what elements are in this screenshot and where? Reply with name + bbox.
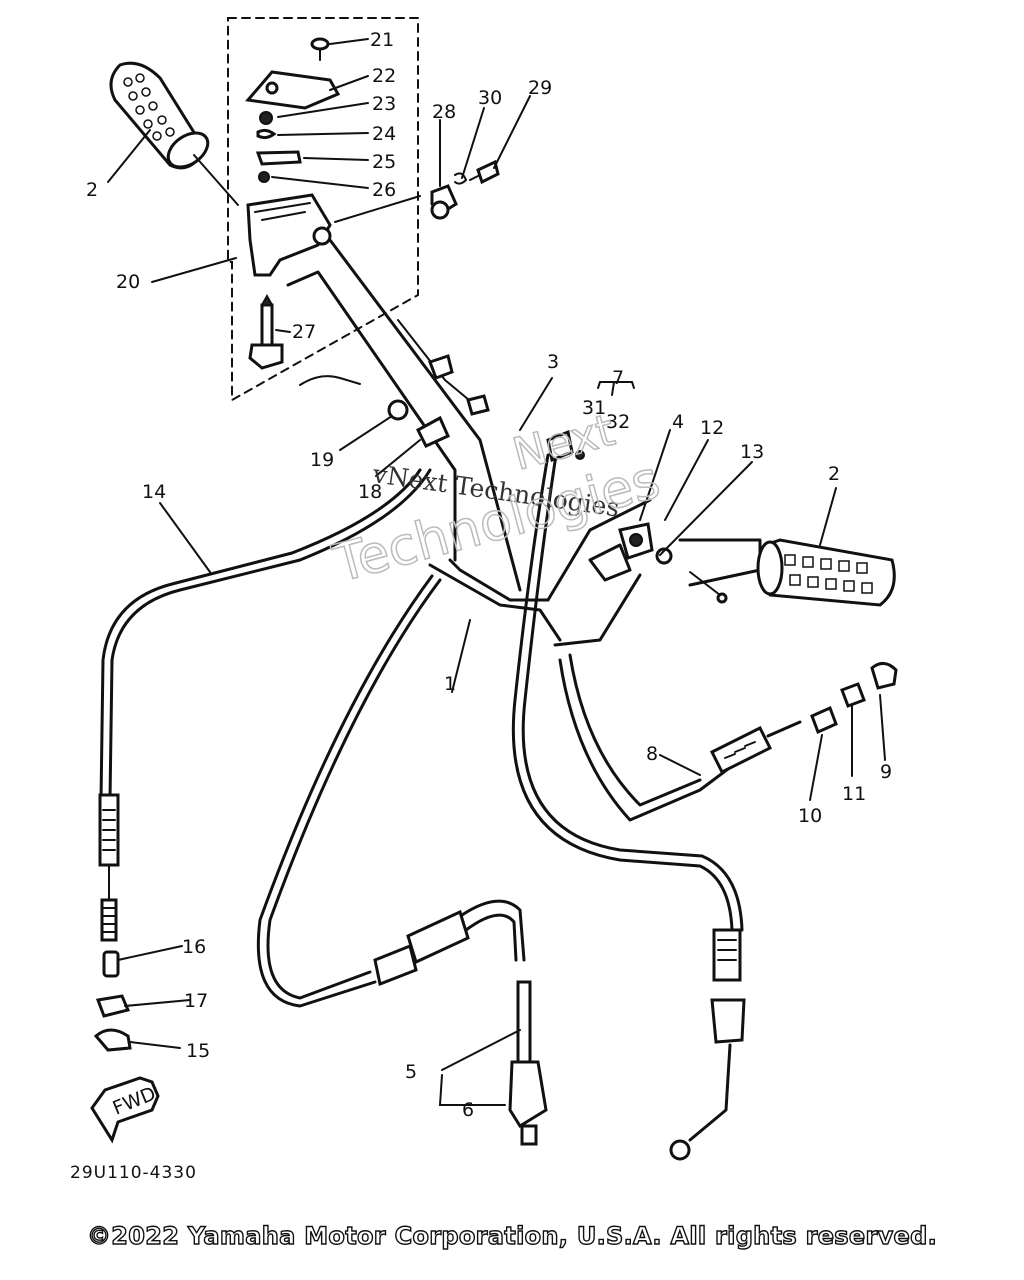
throttle-cover-parts <box>245 37 341 183</box>
right-switch-parts <box>430 159 500 220</box>
part-labels: 1 2 2 3 4 5 6 7 8 9 10 11 12 13 14 15 16… <box>86 29 892 1121</box>
cable-3-adjuster <box>669 928 746 1161</box>
label-4: 4 <box>672 411 684 433</box>
label-31: 31 <box>582 397 606 419</box>
label-30: 30 <box>478 87 502 109</box>
parts-15-17 <box>93 950 132 1052</box>
label-11: 11 <box>842 783 866 805</box>
label-1: 1 <box>444 673 456 695</box>
label-15: 15 <box>186 1040 210 1062</box>
copyright-notice: ©2022 Yamaha Motor Corporation, U.S.A. A… <box>86 1221 938 1250</box>
label-29: 29 <box>528 77 552 99</box>
throttle-housing <box>246 193 332 277</box>
label-28: 28 <box>432 101 456 123</box>
label-26: 26 <box>372 179 396 201</box>
label-12: 12 <box>700 417 724 439</box>
label-3: 3 <box>547 351 559 373</box>
label-19: 19 <box>310 449 334 471</box>
fwd-arrow: FWD <box>90 1076 160 1144</box>
label-2-right: 2 <box>828 463 840 485</box>
drawing-code: 29U110-4330 <box>70 1163 197 1183</box>
leader-lines <box>107 38 886 1106</box>
label-9: 9 <box>880 761 892 783</box>
parts-18-19 <box>299 319 490 448</box>
cable-5-adjuster <box>373 899 548 1146</box>
label-2-left: 2 <box>86 179 98 201</box>
label-25: 25 <box>372 151 396 173</box>
cable-5 <box>266 578 442 1000</box>
label-18: 18 <box>358 481 382 503</box>
parts-31-32 <box>546 381 635 463</box>
cable-14-adjuster <box>98 793 120 942</box>
cable-3 <box>511 453 734 932</box>
cable-14 <box>108 468 432 802</box>
label-13: 13 <box>740 441 764 463</box>
cable-8-end-parts <box>709 662 898 775</box>
label-21: 21 <box>370 29 394 51</box>
label-10: 10 <box>798 805 822 827</box>
label-16: 16 <box>182 936 206 958</box>
label-20: 20 <box>116 271 140 293</box>
left-grip <box>109 61 210 170</box>
label-22: 22 <box>372 65 396 87</box>
label-8: 8 <box>646 743 658 765</box>
label-24: 24 <box>372 123 396 145</box>
label-5: 5 <box>405 1061 417 1083</box>
throttle-lever <box>248 293 284 370</box>
label-27: 27 <box>292 321 316 343</box>
right-grip <box>756 538 896 607</box>
label-32: 32 <box>606 411 630 433</box>
cable-8 <box>558 658 742 822</box>
label-6: 6 <box>462 1099 474 1121</box>
label-14: 14 <box>142 481 166 503</box>
label-17: 17 <box>184 990 208 1012</box>
throttle-assembly-boundary <box>227 17 419 402</box>
lever-holder <box>618 522 728 604</box>
label-23: 23 <box>372 93 396 115</box>
label-7: 7 <box>612 367 624 389</box>
